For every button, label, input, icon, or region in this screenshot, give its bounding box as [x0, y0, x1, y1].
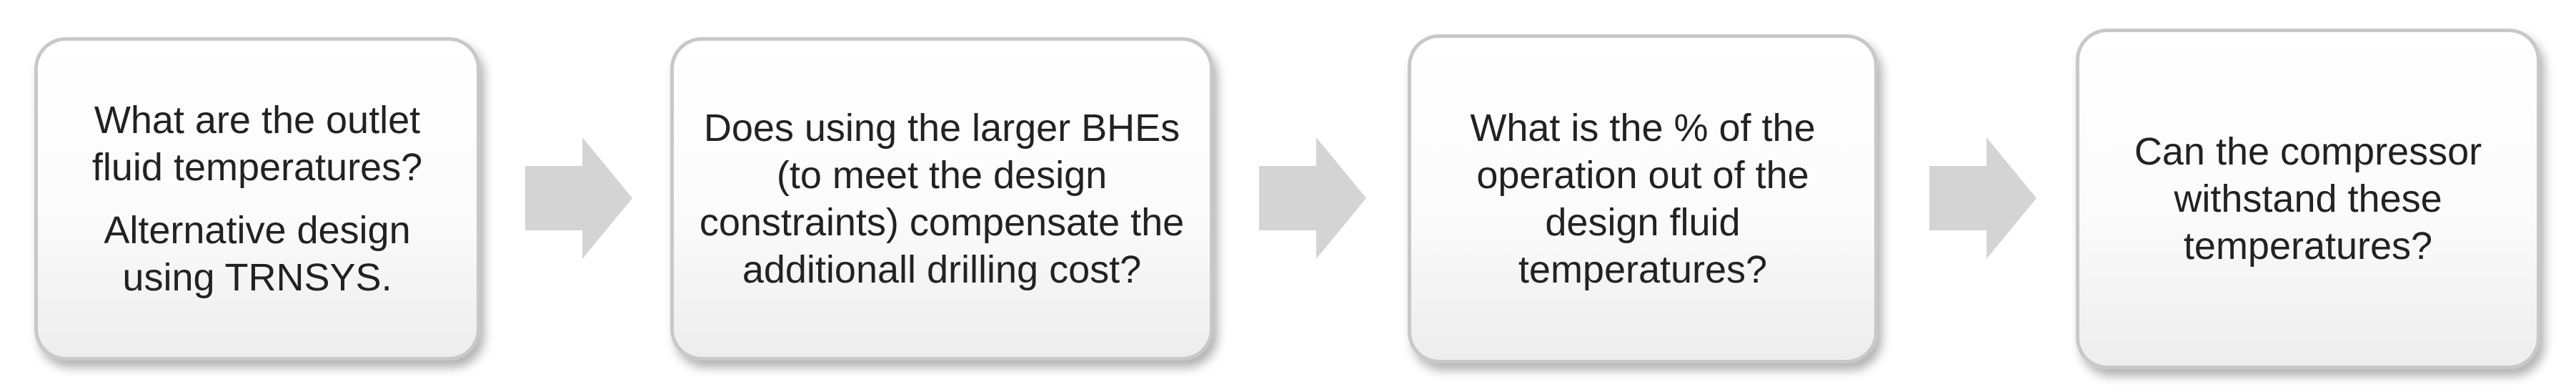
step-box-compressor: Can the compressor withstand these tempe… — [2076, 29, 2540, 369]
step-2-question: Does using the larger BHEs (to meet the … — [699, 107, 1185, 291]
step-3-question: What is the % of the operation out of th… — [1470, 107, 1816, 291]
step-box-drilling-cost: Does using the larger BHEs (to meet the … — [670, 37, 1213, 361]
step-1-question: What are the outlet fluid temperatures? — [91, 99, 423, 189]
step-1-note: Alternative design using TRNSYS. — [104, 209, 411, 299]
step-4-question: Can the compressor withstand these tempe… — [2134, 130, 2482, 268]
right-arrow-icon — [1929, 137, 2037, 259]
step-box-outlet-temperatures: What are the outlet fluid temperatures? … — [34, 37, 480, 361]
step-box-operation-percentage: What is the % of the operation out of th… — [1408, 34, 1878, 363]
right-arrow-icon — [1259, 137, 1366, 259]
right-arrow-icon — [525, 137, 632, 259]
